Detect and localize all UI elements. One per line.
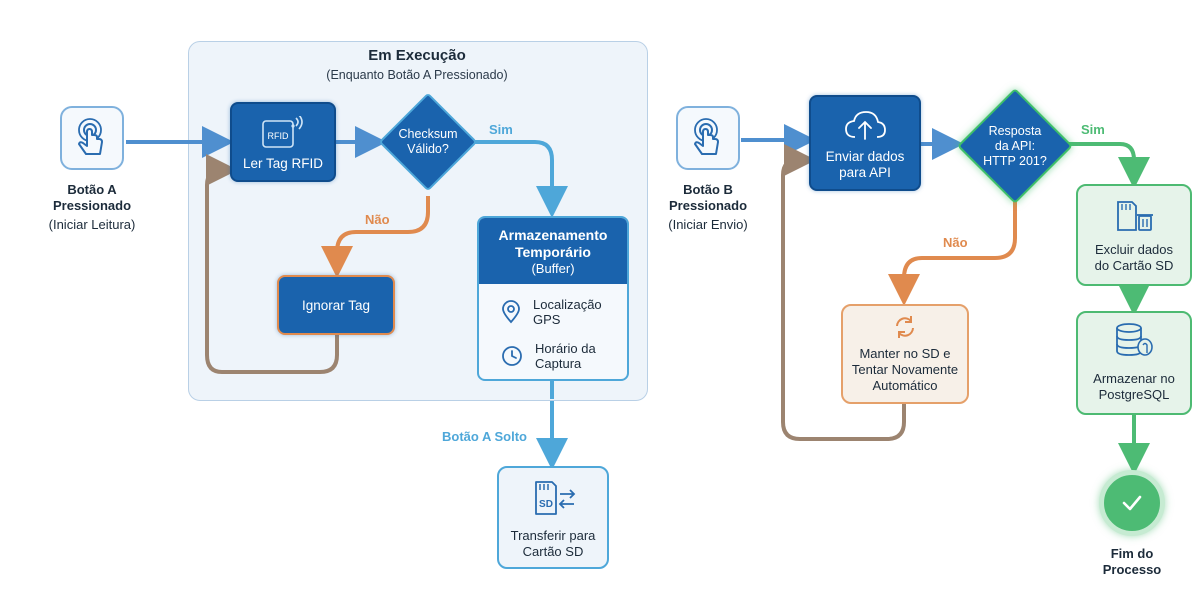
start-b-node <box>676 106 740 170</box>
read-tag-node: RFID Ler Tag RFID <box>230 102 336 182</box>
checksum-decision: Checksum Válido? <box>378 92 478 192</box>
sd-card-icon: SD <box>535 481 576 515</box>
end-label: Fim do Processo <box>1102 546 1162 577</box>
svg-text:SD: SD <box>539 499 553 510</box>
end-node <box>1099 470 1165 536</box>
yes-label-1: Sim <box>489 122 513 137</box>
ignore-tag-label: Ignorar Tag <box>301 297 371 313</box>
frame-title: Em Execução <box>368 47 466 64</box>
buffer-header: Armazenamento Temporário (Buffer) <box>479 218 627 284</box>
buffer-row-time: Horário da Captura <box>479 334 627 378</box>
start-a-node <box>60 106 124 170</box>
sd-transfer-label: Transferir para Cartão SD <box>510 528 596 559</box>
buffer-title: Armazenamento Temporário <box>498 227 608 260</box>
buffer-row-gps: Localização GPS <box>479 290 627 334</box>
api-check-label: Resposta da API: HTTP 201? <box>983 123 1047 168</box>
buffer-row-gps-label: Localização GPS <box>533 297 602 327</box>
arrow-no-to-retry <box>888 200 1017 306</box>
arrow-retry-back-to-send <box>781 144 906 441</box>
cloud-upload-icon <box>845 111 886 140</box>
start-a-title: Botão A Pressionado <box>52 182 132 213</box>
retry-node: Manter no SD e Tentar Novamente Automáti… <box>841 304 969 404</box>
svg-text:RFID: RFID <box>268 131 289 141</box>
send-api-node: Enviar dados para API <box>809 95 921 191</box>
clock-icon <box>502 346 522 366</box>
frame-subtitle: (Enquanto Botão A Pressionado) <box>326 68 508 82</box>
delete-sd-node: Excluir dados do Cartão SD <box>1076 184 1192 286</box>
start-b-subtitle: (Iniciar Envio) <box>668 217 748 232</box>
sd-delete-icon <box>1117 201 1153 231</box>
rfid-icon: RFID <box>262 116 303 148</box>
checksum-label: Checksum Válido? <box>398 127 458 156</box>
read-tag-label: Ler Tag RFID <box>242 156 324 171</box>
retry-label: Manter no SD e Tentar Novamente Automáti… <box>851 346 959 393</box>
start-a-subtitle: (Iniciar Leitura) <box>48 217 136 232</box>
touch-finger-icon <box>78 118 103 155</box>
buffer-row-time-label: Horário da Captura <box>535 341 596 371</box>
location-pin-icon <box>502 300 520 324</box>
ignore-tag-node: Ignorar Tag <box>277 275 395 335</box>
arrow-yes-to-delete <box>1066 142 1150 189</box>
sd-transfer-node: SD Transferir para Cartão SD <box>497 466 609 569</box>
checkmark-icon <box>1122 495 1142 511</box>
no-label-2: Não <box>943 235 968 250</box>
store-pg-label: Armazenar no PostgreSQL <box>1093 371 1175 402</box>
refresh-icon <box>896 316 914 338</box>
buffer-subtitle: (Buffer) <box>531 261 575 276</box>
api-response-decision: Resposta da API: HTTP 201? <box>957 88 1073 204</box>
touch-finger-icon <box>694 118 719 155</box>
no-label-1: Não <box>365 212 390 227</box>
start-b-title: Botão B Pressionado <box>668 182 748 213</box>
delete-sd-label: Excluir dados do Cartão SD <box>1094 242 1174 273</box>
store-pg-node: Armazenar no PostgreSQL <box>1076 311 1192 415</box>
send-api-label: Enviar dados para API <box>825 149 905 180</box>
buffer-node: Armazenamento Temporário (Buffer) Locali… <box>477 216 629 381</box>
released-label: Botão A Solto <box>442 429 527 444</box>
database-icon <box>1116 323 1153 356</box>
yes-label-2: Sim <box>1081 122 1105 137</box>
